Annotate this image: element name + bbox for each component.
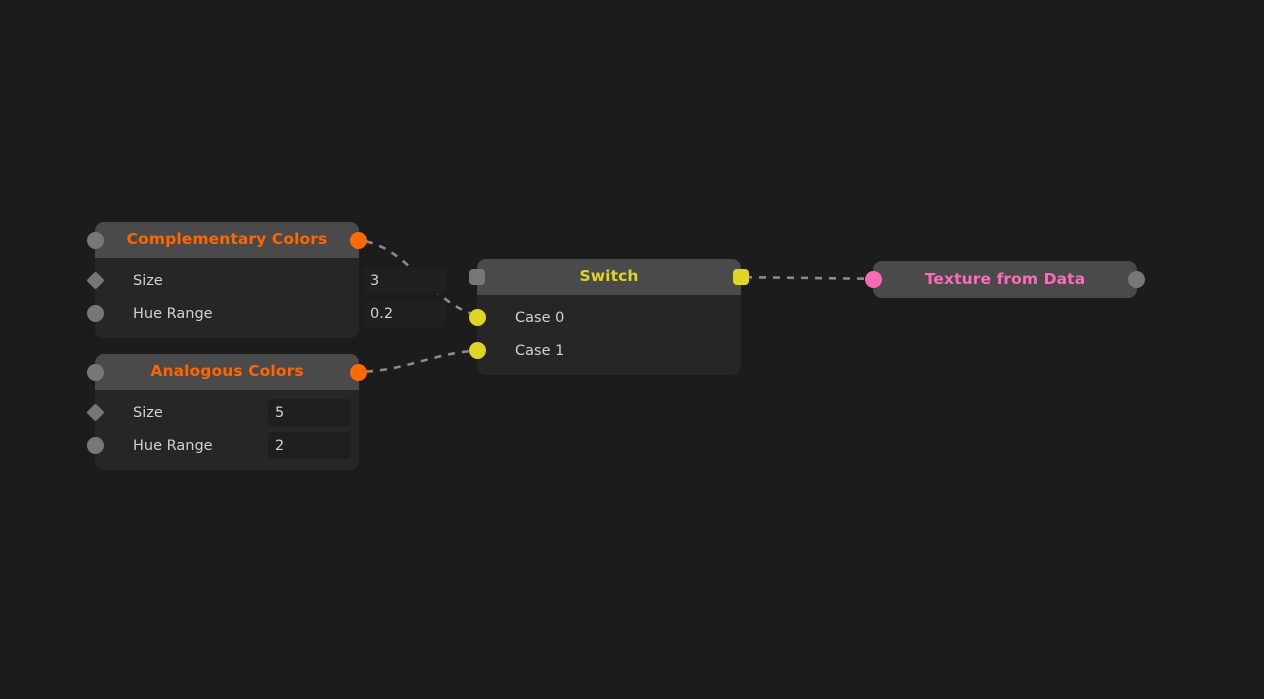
socket-circle-gray-output-texture[interactable] bbox=[1128, 271, 1145, 288]
socket-circle-gray-hue-range-complementary[interactable] bbox=[87, 305, 104, 322]
socket-square-gray-input-switch[interactable] bbox=[469, 269, 485, 285]
node-switch[interactable]: Switch Case 0 Case 1 bbox=[469, 259, 749, 375]
node-header-switch[interactable]: Switch bbox=[469, 259, 749, 295]
property-row-hue-range-complementary[interactable]: Hue Range 0.2 bbox=[87, 297, 446, 330]
property-value-hue-range[interactable]: 2 bbox=[268, 432, 351, 459]
socket-circle-yellow-case-1[interactable] bbox=[469, 342, 486, 359]
case-label-0: Case 0 bbox=[515, 309, 565, 326]
node-header-texture-from-data[interactable]: Texture from Data bbox=[865, 261, 1145, 298]
node-texture-from-data[interactable]: Texture from Data bbox=[865, 261, 1145, 298]
node-body-complementary-colors: Size 3 Hue Range 0.2 bbox=[86, 258, 446, 338]
property-value-size[interactable]: 3 bbox=[363, 267, 446, 294]
property-label-hue-range: Hue Range bbox=[133, 437, 213, 454]
property-label-size: Size bbox=[133, 404, 163, 421]
node-body-switch: Case 0 Case 1 bbox=[469, 295, 741, 375]
socket-diamond-gray-size-complementary[interactable] bbox=[86, 271, 105, 290]
property-label-size: Size bbox=[133, 272, 163, 289]
property-label-hue-range: Hue Range bbox=[133, 305, 213, 322]
node-title-switch: Switch bbox=[579, 267, 639, 286]
socket-circle-pink-input-texture[interactable] bbox=[865, 271, 882, 288]
socket-circle-yellow-case-0[interactable] bbox=[469, 309, 486, 326]
property-row-size-analogous[interactable]: Size 5 bbox=[86, 396, 359, 429]
case-row-0[interactable]: Case 0 bbox=[469, 301, 741, 334]
property-value-hue-range[interactable]: 0.2 bbox=[363, 300, 446, 327]
node-title-texture-from-data: Texture from Data bbox=[924, 269, 1086, 288]
socket-circle-gray-hue-range-analogous[interactable] bbox=[87, 437, 104, 454]
case-row-1[interactable]: Case 1 bbox=[469, 334, 741, 367]
property-row-hue-range-analogous[interactable]: Hue Range 2 bbox=[87, 429, 359, 462]
socket-square-yellow-output-switch[interactable] bbox=[733, 269, 749, 285]
node-analogous-colors[interactable]: Analogous Colors Size 5 Hue Range 2 bbox=[86, 354, 367, 470]
node-title-complementary-colors: Complementary Colors bbox=[126, 230, 328, 249]
socket-diamond-gray-size-analogous[interactable] bbox=[86, 403, 105, 422]
node-header-complementary-colors[interactable]: Complementary Colors bbox=[87, 222, 367, 258]
property-row-size-complementary[interactable]: Size 3 bbox=[86, 264, 446, 297]
node-title-analogous-colors: Analogous Colors bbox=[150, 362, 304, 381]
node-body-analogous-colors: Size 5 Hue Range 2 bbox=[86, 390, 359, 470]
socket-circle-gray-input-complementary[interactable] bbox=[87, 231, 104, 249]
socket-circle-orange-output-complementary[interactable] bbox=[350, 231, 367, 249]
case-label-1: Case 1 bbox=[515, 342, 565, 359]
socket-circle-orange-output-analogous[interactable] bbox=[350, 363, 367, 381]
node-complementary-colors[interactable]: Complementary Colors Size 3 Hue Range 0.… bbox=[86, 222, 446, 338]
property-value-size[interactable]: 5 bbox=[268, 399, 351, 426]
socket-circle-gray-input-analogous[interactable] bbox=[87, 363, 104, 381]
node-header-analogous-colors[interactable]: Analogous Colors bbox=[87, 354, 367, 390]
